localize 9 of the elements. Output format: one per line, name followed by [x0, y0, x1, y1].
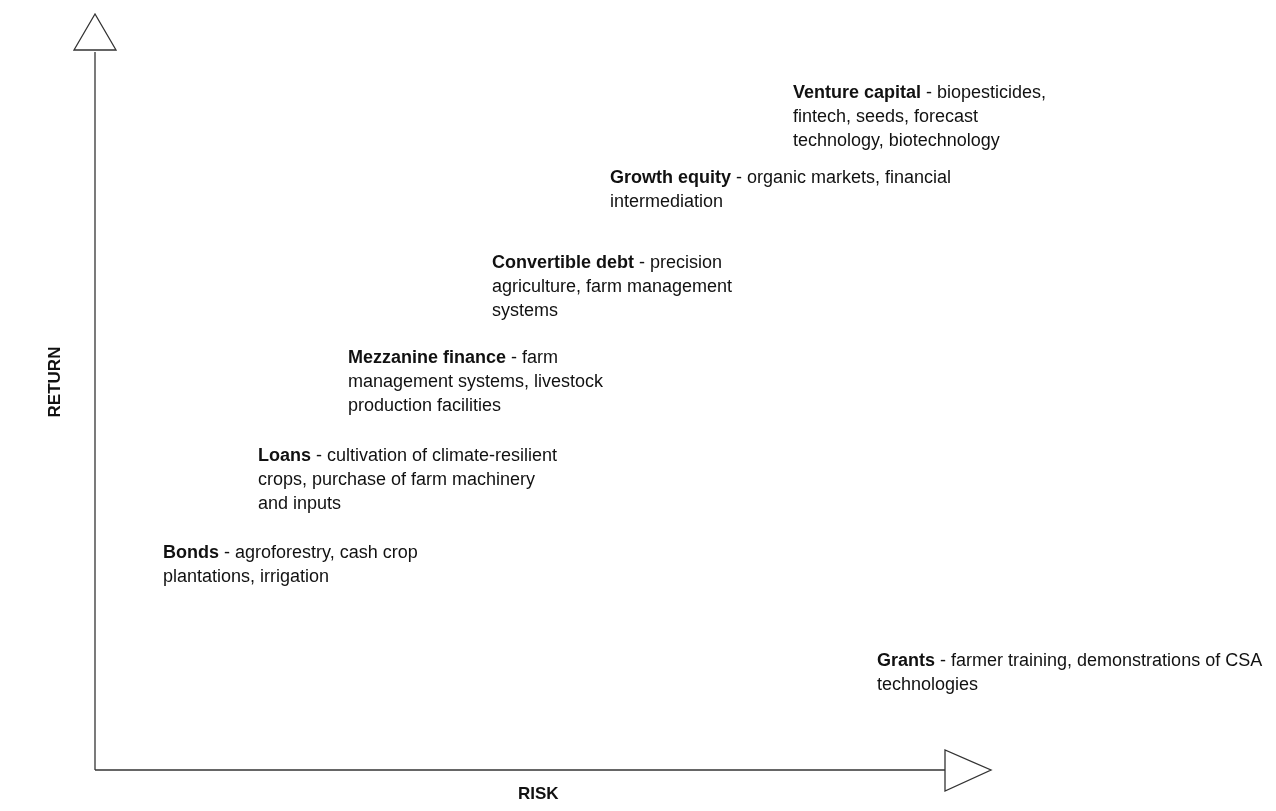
category-description: Bonds - agroforestry, cash crop plantations, irrigation	[163, 541, 419, 588]
category-description: Grants - farmer training, demonstrations of CSA technologies	[877, 649, 1262, 696]
axis-title: RETURN	[45, 346, 66, 418]
category-description: Venture capital - biopesticides, fintech, seeds, forecast technology, biotechnology	[793, 81, 1048, 152]
category-description: Mezzanine finance - farm management systems, livestock production facilities	[348, 346, 605, 417]
axis-title: RISK	[518, 784, 559, 804]
category-description: Loans - cultivation of climate-resilient crops, purchase of farm machinery and inputs	[258, 444, 559, 515]
category-description: Convertible debt - precision agriculture, farm management systems	[492, 251, 734, 322]
category-description: Growth equity - organic markets, financial intermediation	[610, 166, 953, 213]
